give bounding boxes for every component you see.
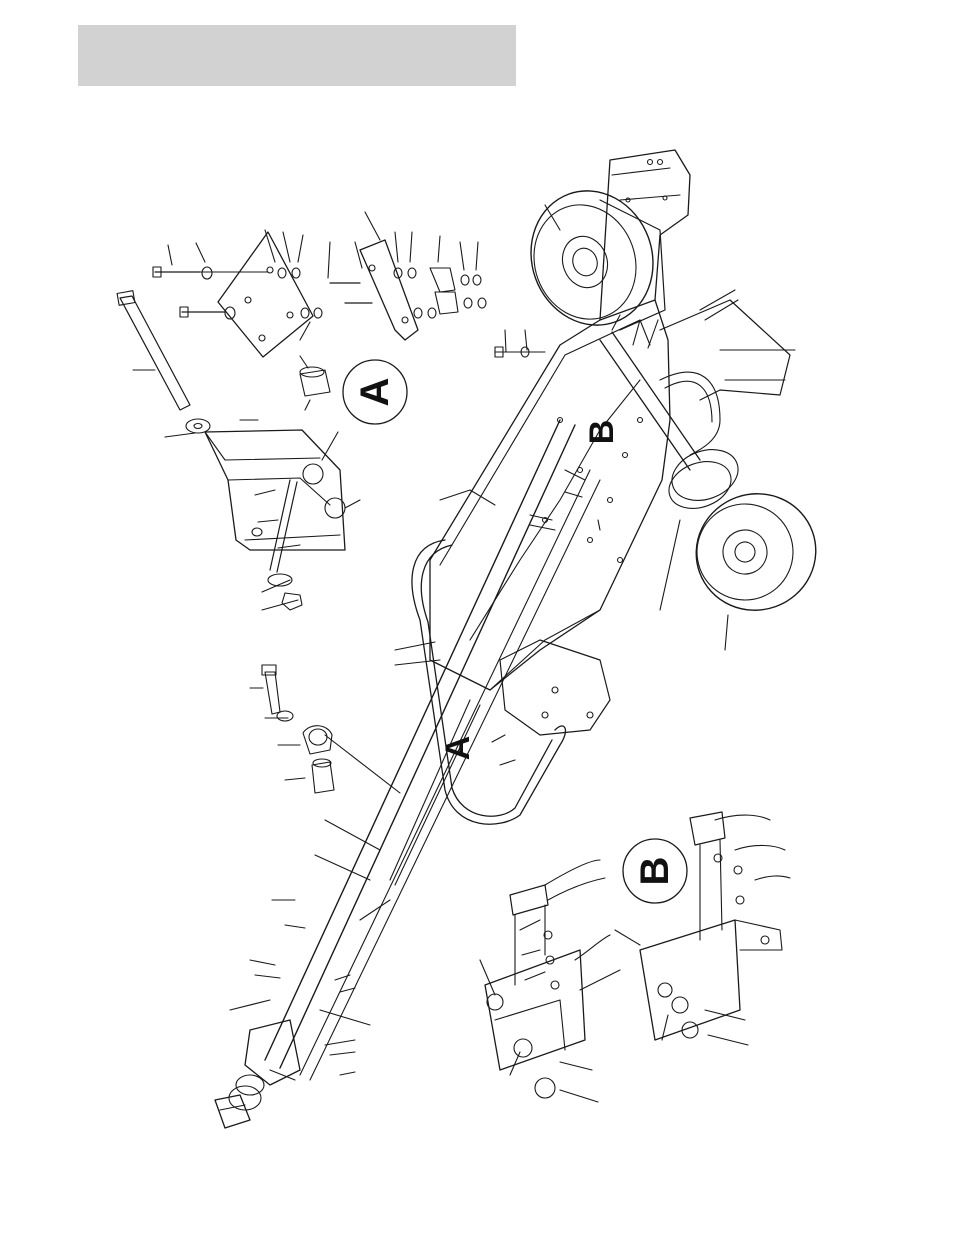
callout-a-main: A (439, 736, 477, 761)
front-wheel (512, 174, 671, 343)
callout-label: A (439, 736, 477, 761)
hitch-assembly (215, 1020, 300, 1128)
detail-b-exploded (480, 812, 790, 1102)
detail-a-middle-exploded (250, 665, 400, 793)
callout-a-top: A (343, 360, 407, 424)
detail-a-top-exploded (117, 212, 486, 610)
callout-label: A (353, 378, 397, 407)
callout-label: B (583, 420, 621, 445)
callout-b-bottom: B (623, 839, 687, 903)
rear-wheel (662, 441, 832, 627)
callout-b-main: B (583, 420, 621, 445)
frame-bolt (495, 347, 545, 357)
axle-and-hose (600, 332, 720, 470)
leader-lines (230, 205, 738, 1080)
callout-label: B (633, 857, 677, 886)
